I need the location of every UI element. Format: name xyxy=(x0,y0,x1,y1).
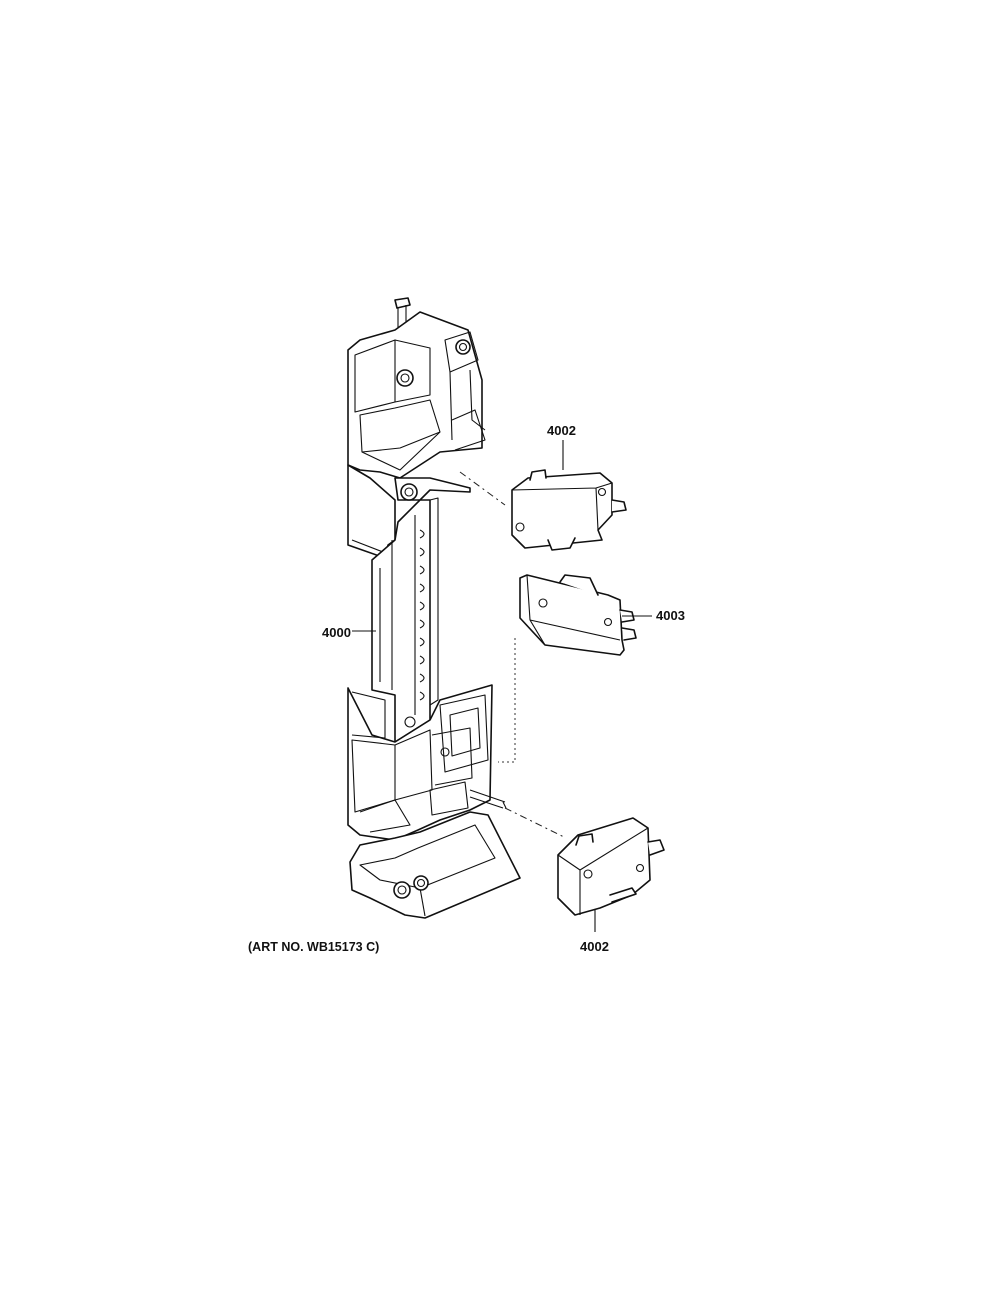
assembly-line-middle xyxy=(498,638,516,763)
callout-4003: 4003 xyxy=(656,608,685,623)
assembly-line-top xyxy=(459,471,506,506)
microswitch-middle-4003 xyxy=(519,574,637,656)
callout-4002-bottom: 4002 xyxy=(580,939,609,954)
assembly-line-bottom xyxy=(504,807,567,839)
callout-4002-top: 4002 xyxy=(547,423,576,438)
callout-4000: 4000 xyxy=(322,625,351,640)
microswitch-bottom-4002 xyxy=(557,817,665,916)
latch-frame-4000 xyxy=(347,297,521,919)
art-number: (ART NO. WB15173 C) xyxy=(248,940,379,954)
microswitch-top-4002 xyxy=(511,469,627,551)
